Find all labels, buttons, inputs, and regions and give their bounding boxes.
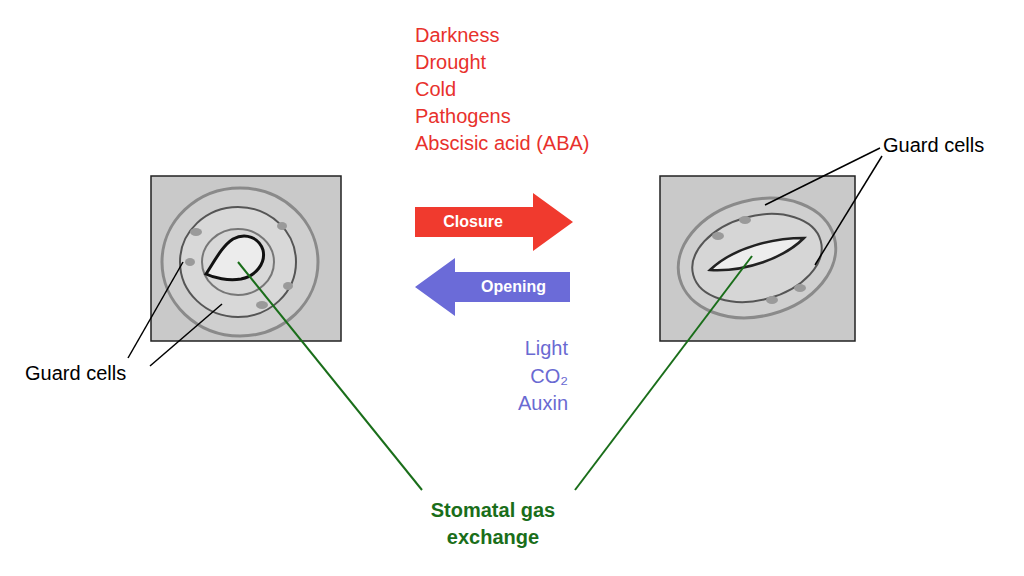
micrograph-frame [151, 176, 341, 341]
factor-label: Light [468, 335, 568, 362]
factor-label: Auxin [468, 390, 568, 417]
factor-label: Abscisic acid (ABA) [415, 130, 590, 157]
factor-label: Darkness [415, 22, 499, 49]
part-label: Guard cells [25, 360, 126, 387]
factor-label: Cold [415, 76, 456, 103]
stomatal-pore [710, 238, 804, 270]
chloroplast [277, 222, 287, 230]
caption-label: Stomatal gas exchange [413, 497, 573, 551]
chloroplast [185, 258, 195, 266]
leader-line [128, 262, 183, 358]
chloroplast [283, 282, 293, 290]
chloroplast [256, 301, 268, 309]
leader-line [150, 304, 222, 366]
part-label: Guard cells [883, 132, 984, 159]
factor-label: Drought [415, 49, 486, 76]
chloroplast [190, 228, 202, 236]
arrow-shape: Opening [415, 258, 570, 316]
arrow-shape: Closure [415, 193, 573, 251]
guard-cell [682, 200, 831, 315]
factor-label: CO₂ [468, 363, 568, 390]
arrow-label: Opening [457, 277, 570, 297]
chloroplast [739, 216, 751, 224]
stomatal-pore [206, 236, 264, 280]
chloroplast [794, 284, 806, 292]
arrow-body [415, 258, 570, 316]
epidermal-cell [162, 188, 318, 336]
leader-line [575, 256, 752, 490]
arrow-body [415, 193, 573, 251]
leader-line [765, 148, 880, 205]
factor-label: Pathogens [415, 103, 511, 130]
leader-line [238, 262, 422, 490]
micrograph-frame [660, 176, 855, 341]
chloroplast [766, 296, 778, 304]
chloroplast [712, 232, 724, 240]
arrow-label: Closure [415, 212, 531, 232]
epidermal-cell [665, 181, 850, 334]
leader-line [815, 156, 882, 265]
